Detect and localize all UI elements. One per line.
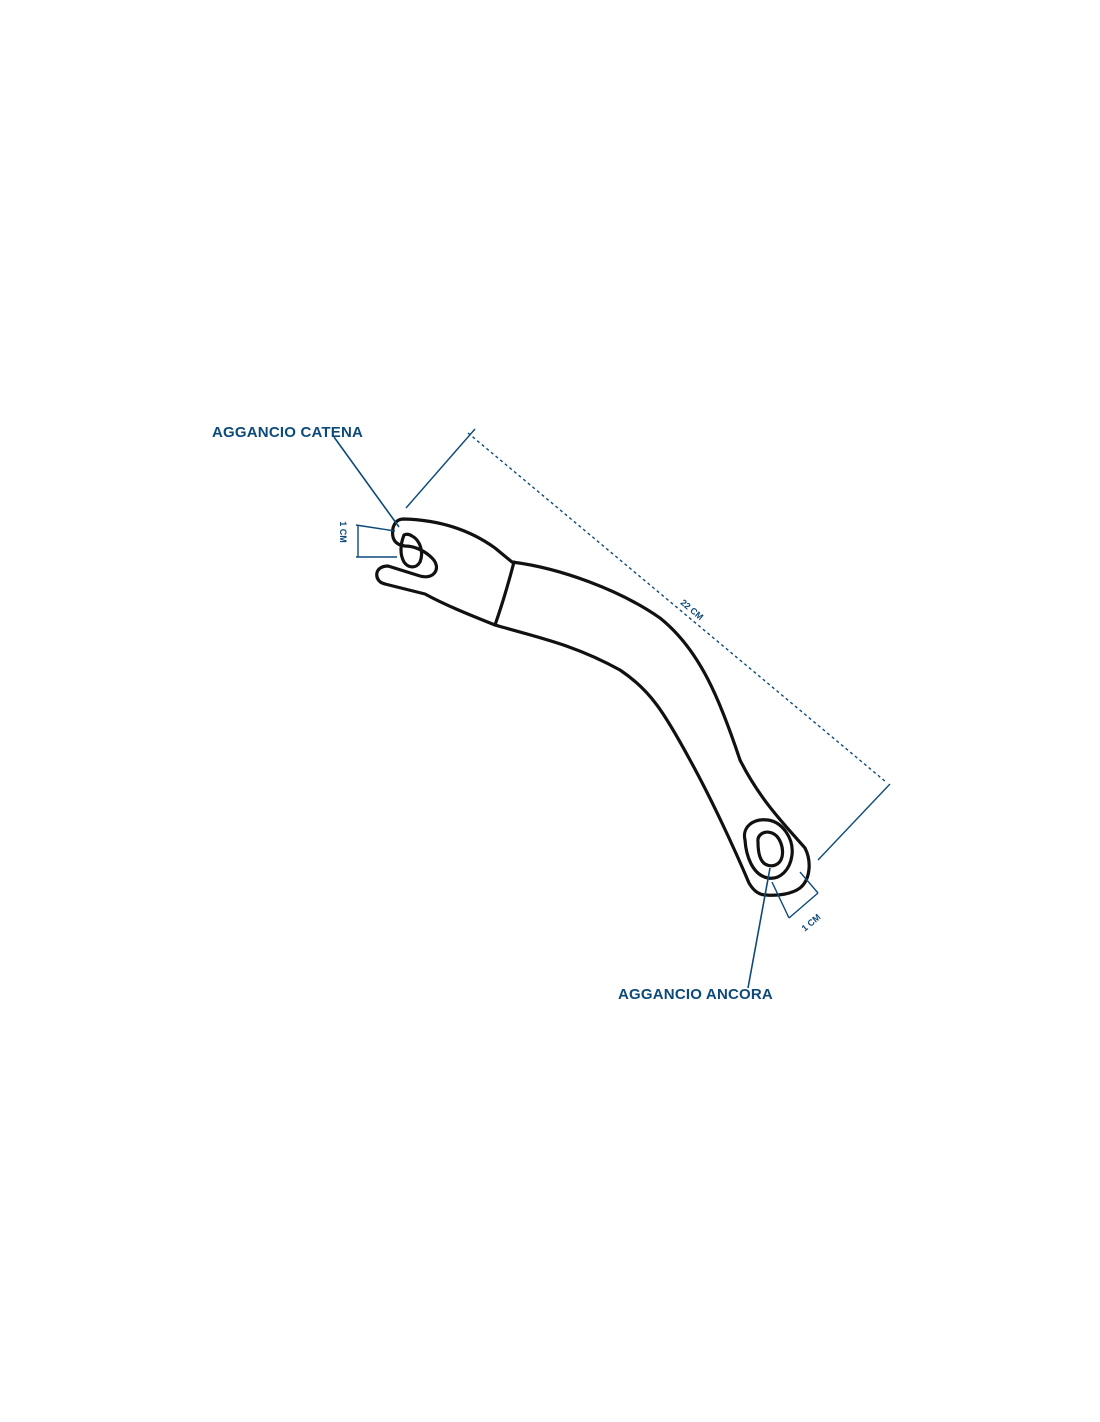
sleeve-joint-line <box>493 560 516 627</box>
swivel-body <box>375 517 811 897</box>
anchor-slot-ext-left <box>771 881 790 919</box>
chain-slot-dimension-label: 1 CM <box>338 521 348 543</box>
length-extension-bottom <box>817 783 891 861</box>
swivel-outline <box>375 517 811 897</box>
length-dimension-line <box>467 432 887 783</box>
anchor-slot-dimension-label: 1 CM <box>800 912 823 933</box>
anchor-slot-ring <box>742 818 794 880</box>
length-dimension-label: 22 CM <box>679 597 706 622</box>
anchor-hook-leader <box>747 867 771 989</box>
chain-hook-leader <box>333 436 400 528</box>
anchor-hook-label: AGGANCIO ANCORA <box>618 986 773 1003</box>
chain-pin-slot <box>399 532 424 569</box>
anchor-slot-dim-line <box>788 892 819 919</box>
length-extension-top <box>405 428 476 509</box>
annotations: 22 CM 1 CM 1 CM AGGANCIO CATENA AGGANCIO… <box>212 424 891 1003</box>
chain-slot-ext-top <box>355 524 396 532</box>
anchor-slot-ext-right <box>799 871 819 894</box>
anchor-slot-inner <box>756 830 785 868</box>
chain-hook-label: AGGANCIO CATENA <box>212 424 363 441</box>
